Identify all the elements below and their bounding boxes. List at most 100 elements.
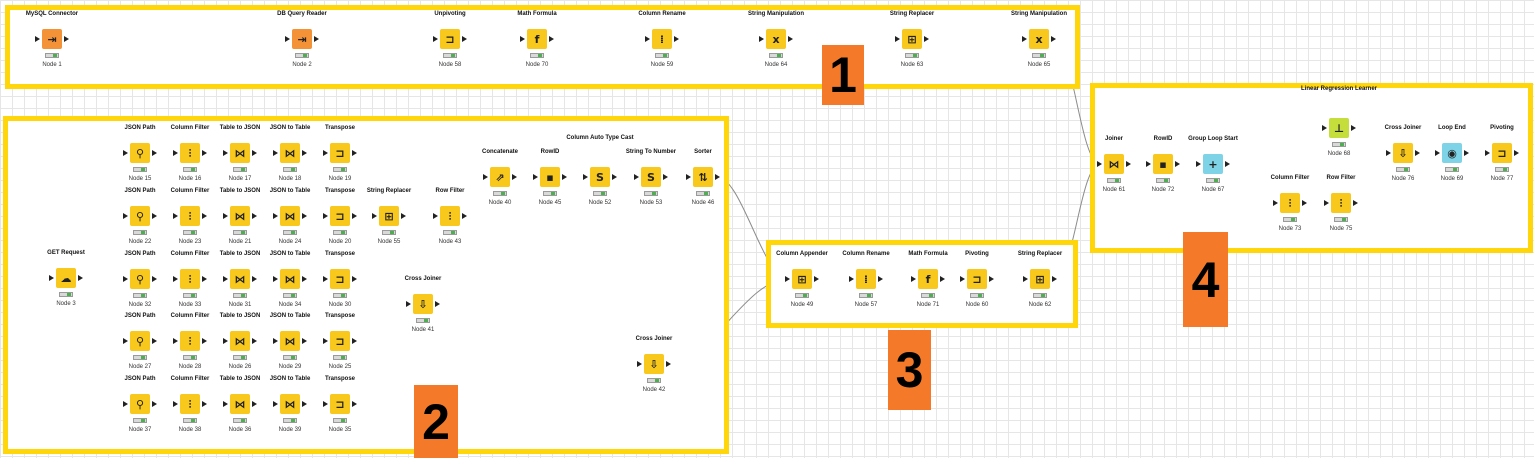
input-port[interactable] xyxy=(645,36,650,42)
node-n58[interactable]: Unpivoting⊐Node 58 xyxy=(400,9,500,79)
node-n1[interactable]: MySQL Connector⇥Node 1 xyxy=(2,9,102,79)
input-port[interactable] xyxy=(1485,150,1490,156)
output-port[interactable] xyxy=(401,213,406,219)
json-path-icon[interactable]: ⚲ xyxy=(130,394,150,414)
node-n19[interactable]: Transpose⊐Node 19 xyxy=(290,123,390,193)
row-filter-icon[interactable]: ⫶ xyxy=(1331,193,1351,213)
output-port[interactable] xyxy=(202,401,207,407)
node-n27[interactable]: JSON Path⚲Node 27 xyxy=(90,311,190,381)
json-to-table-icon[interactable]: ⋈ xyxy=(280,269,300,289)
input-port[interactable] xyxy=(1435,150,1440,156)
input-port[interactable] xyxy=(1273,200,1278,206)
loop-end-icon[interactable]: ◉ xyxy=(1442,143,1462,163)
node-n42[interactable]: Cross Joiner⇩Node 42 xyxy=(604,334,704,404)
input-port[interactable] xyxy=(433,213,438,219)
transpose-icon[interactable]: ⊐ xyxy=(330,143,350,163)
transpose-icon[interactable]: ⊐ xyxy=(330,206,350,226)
output-port[interactable] xyxy=(462,36,467,42)
output-port[interactable] xyxy=(1051,36,1056,42)
output-port[interactable] xyxy=(302,276,307,282)
output-port[interactable] xyxy=(1514,150,1519,156)
node-n18[interactable]: JSON to Table⋈Node 18 xyxy=(240,123,340,193)
input-port[interactable] xyxy=(433,36,438,42)
input-port[interactable] xyxy=(895,36,900,42)
input-port[interactable] xyxy=(533,174,538,180)
output-port[interactable] xyxy=(202,276,207,282)
node-n40[interactable]: Concatenate⇗Node 40 xyxy=(450,147,550,217)
node-n39[interactable]: JSON to Table⋈Node 39 xyxy=(240,374,340,444)
input-port[interactable] xyxy=(323,338,328,344)
output-port[interactable] xyxy=(352,338,357,344)
node-n55[interactable]: String Replacer⊞Node 55 xyxy=(339,186,439,256)
node-n23[interactable]: Column Filter⫶Node 23 xyxy=(140,186,240,256)
input-port[interactable] xyxy=(372,213,377,219)
string-replacer-icon[interactable]: ⊞ xyxy=(379,206,399,226)
table-to-json-icon[interactable]: ⋈ xyxy=(230,269,250,289)
input-port[interactable] xyxy=(173,338,178,344)
string-to-number-icon[interactable]: S xyxy=(641,167,661,187)
node-n26[interactable]: Table to JSON⋈Node 26 xyxy=(190,311,290,381)
column-rename-icon[interactable]: ⁞ xyxy=(856,269,876,289)
input-port[interactable] xyxy=(273,338,278,344)
input-port[interactable] xyxy=(634,174,639,180)
input-port[interactable] xyxy=(273,401,278,407)
input-port[interactable] xyxy=(223,213,228,219)
output-port[interactable] xyxy=(674,36,679,42)
output-port[interactable] xyxy=(152,213,157,219)
json-path-icon[interactable]: ⚲ xyxy=(130,143,150,163)
output-port[interactable] xyxy=(666,361,671,367)
input-port[interactable] xyxy=(223,401,228,407)
node-n57[interactable]: Column Rename⁞Node 57 xyxy=(816,249,916,319)
node-n22[interactable]: JSON Path⚲Node 22 xyxy=(90,186,190,256)
column-filter-icon[interactable]: ⫶ xyxy=(180,331,200,351)
node-n76[interactable]: Cross Joiner⇩Node 76 xyxy=(1353,123,1453,193)
json-to-table-icon[interactable]: ⋈ xyxy=(280,143,300,163)
input-port[interactable] xyxy=(483,174,488,180)
sorter-icon[interactable]: ⇅ xyxy=(693,167,713,187)
node-n17[interactable]: Table to JSON⋈Node 17 xyxy=(190,123,290,193)
string-manipulation-icon[interactable]: x xyxy=(1029,29,1049,49)
output-port[interactable] xyxy=(352,401,357,407)
db-reader-icon[interactable]: ⇥ xyxy=(292,29,312,49)
node-n73[interactable]: Column Filter⫶Node 73 xyxy=(1240,173,1340,243)
input-port[interactable] xyxy=(173,213,178,219)
input-port[interactable] xyxy=(323,401,328,407)
input-port[interactable] xyxy=(223,276,228,282)
output-port[interactable] xyxy=(562,174,567,180)
input-port[interactable] xyxy=(849,276,854,282)
loop-start-icon[interactable]: + xyxy=(1203,154,1223,174)
output-port[interactable] xyxy=(878,276,883,282)
node-n20[interactable]: Transpose⊐Node 20 xyxy=(290,186,390,256)
output-port[interactable] xyxy=(302,150,307,156)
node-n28[interactable]: Column Filter⫶Node 28 xyxy=(140,311,240,381)
output-port[interactable] xyxy=(252,401,257,407)
output-port[interactable] xyxy=(202,213,207,219)
cross-joiner-icon[interactable]: ⇩ xyxy=(644,354,664,374)
input-port[interactable] xyxy=(123,213,128,219)
auto-type-cast-icon[interactable]: S xyxy=(590,167,610,187)
input-port[interactable] xyxy=(49,275,54,281)
get-request-icon[interactable]: ☁ xyxy=(56,268,76,288)
node-n35[interactable]: Transpose⊐Node 35 xyxy=(290,374,390,444)
node-n24[interactable]: JSON to Table⋈Node 24 xyxy=(240,186,340,256)
output-port[interactable] xyxy=(1225,161,1230,167)
output-port[interactable] xyxy=(1464,150,1469,156)
input-port[interactable] xyxy=(173,401,178,407)
node-n68[interactable]: Linear Regression Learner⊥Node 68 xyxy=(1289,86,1389,168)
table-to-json-icon[interactable]: ⋈ xyxy=(230,394,250,414)
column-rename-icon[interactable]: ⁞ xyxy=(652,29,672,49)
input-port[interactable] xyxy=(1023,276,1028,282)
input-port[interactable] xyxy=(583,174,588,180)
node-n16[interactable]: Column Filter⫶Node 16 xyxy=(140,123,240,193)
math-formula-icon[interactable]: f xyxy=(918,269,938,289)
output-port[interactable] xyxy=(1351,125,1356,131)
input-port[interactable] xyxy=(759,36,764,42)
node-n30[interactable]: Transpose⊐Node 30 xyxy=(290,249,390,319)
input-port[interactable] xyxy=(273,276,278,282)
math-formula-icon[interactable]: f xyxy=(527,29,547,49)
input-port[interactable] xyxy=(1324,200,1329,206)
input-port[interactable] xyxy=(223,150,228,156)
